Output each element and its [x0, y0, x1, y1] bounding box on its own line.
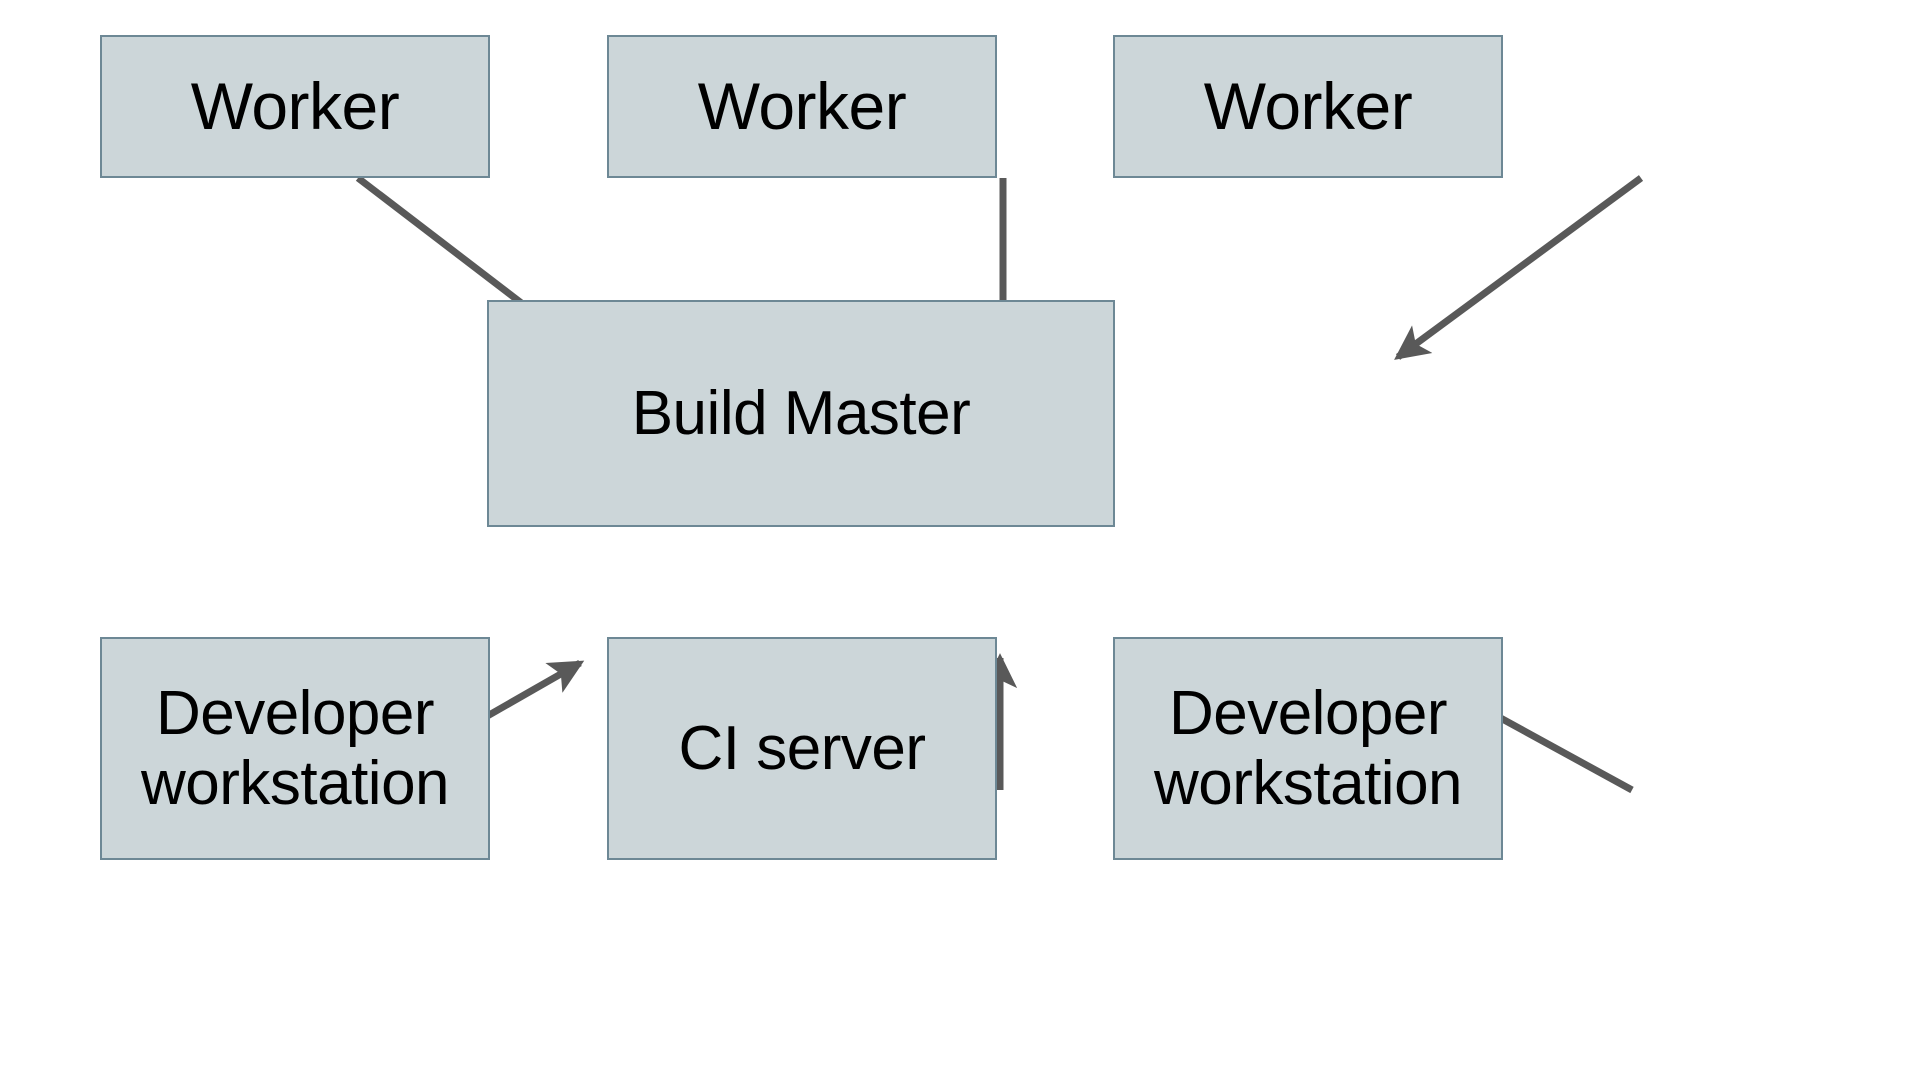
- node-worker-3-label: Worker: [1203, 68, 1413, 143]
- node-ci-server[interactable]: CI server: [607, 637, 997, 860]
- node-dev-workstation-1-label: Developer workstation: [140, 679, 450, 818]
- node-ci-server-label: CI server: [678, 713, 926, 783]
- node-worker-2-label: Worker: [697, 68, 907, 143]
- node-dev-workstation-2[interactable]: Developer workstation: [1113, 637, 1503, 860]
- node-worker-1-label: Worker: [190, 68, 400, 143]
- node-dev-workstation-1[interactable]: Developer workstation: [100, 637, 490, 860]
- node-build-master[interactable]: Build Master: [487, 300, 1115, 527]
- node-worker-3[interactable]: Worker: [1113, 35, 1503, 178]
- node-worker-1[interactable]: Worker: [100, 35, 490, 178]
- node-worker-2[interactable]: Worker: [607, 35, 997, 178]
- node-build-master-label: Build Master: [631, 378, 971, 448]
- node-dev-workstation-2-label: Developer workstation: [1153, 679, 1463, 818]
- edge-worker3-to-master: [1394, 175, 1644, 360]
